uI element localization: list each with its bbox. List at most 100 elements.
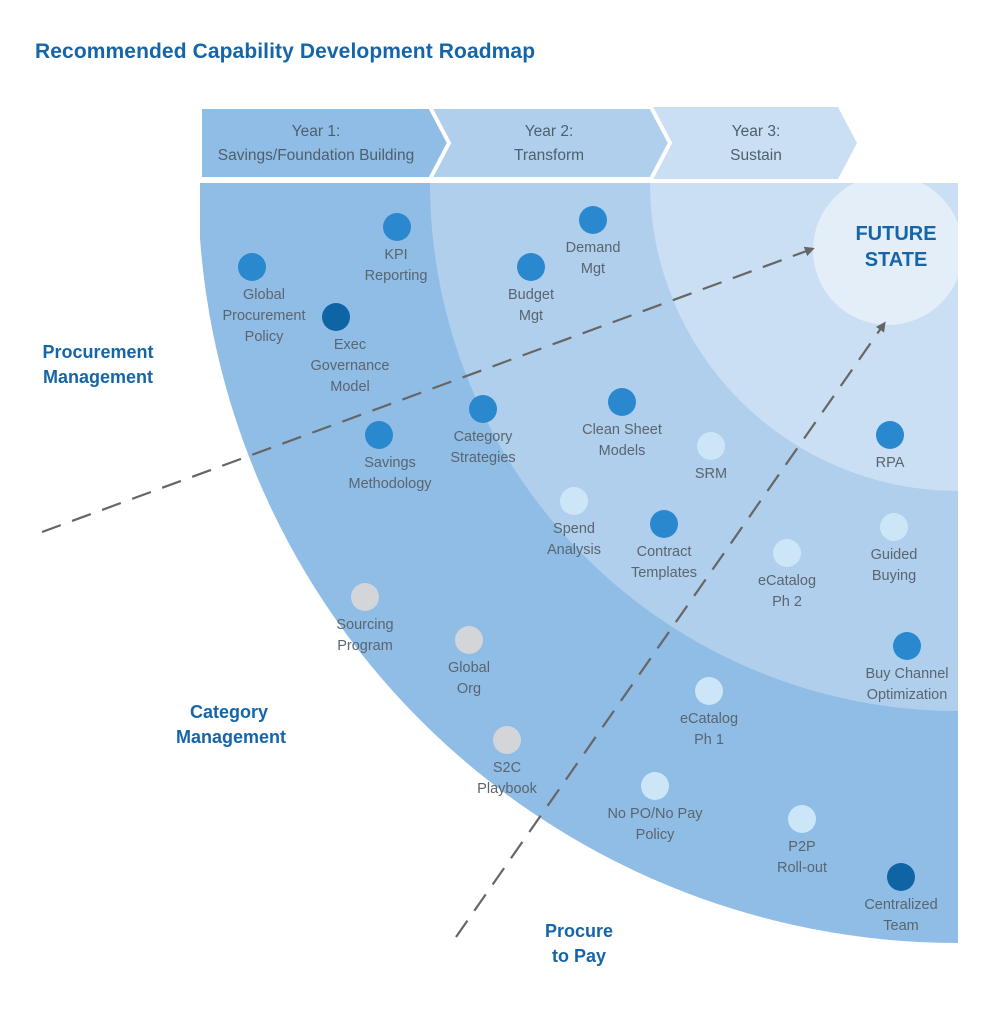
node-label: eCatalog xyxy=(758,573,816,589)
node-label: Ph 2 xyxy=(772,594,802,610)
procure-to-pay-axis xyxy=(455,321,886,938)
node-marker-medium xyxy=(517,253,545,281)
node-label: Models xyxy=(599,443,646,459)
node-label: No PO/No Pay xyxy=(607,806,703,822)
node-label: Procurement xyxy=(222,308,305,324)
node-label: Guided xyxy=(871,547,918,563)
node-label: Centralized xyxy=(864,897,937,913)
node-label: Ph 1 xyxy=(694,732,724,748)
node-label: Savings xyxy=(364,455,416,471)
node-label: Policy xyxy=(245,329,284,345)
node-marker-gray xyxy=(351,583,379,611)
node-marker-light xyxy=(880,513,908,541)
node-marker-light xyxy=(560,487,588,515)
axis-procure-line1: Procure xyxy=(545,921,613,941)
phase-chevrons: Year 1: Savings/Foundation Building Year… xyxy=(198,105,857,181)
node-label: Policy xyxy=(636,827,675,843)
node-marker-medium xyxy=(876,421,904,449)
node-label: Mgt xyxy=(581,261,605,277)
node-label: Strategies xyxy=(450,450,515,466)
future-state-circle xyxy=(813,183,958,325)
node-label: Program xyxy=(337,638,393,654)
node-label: Governance xyxy=(311,358,390,374)
future-state-subtitle: STATE xyxy=(865,249,928,271)
node-label: Methodology xyxy=(348,476,432,492)
phase-year2-subtitle: Transform xyxy=(514,147,584,164)
axis-procurement-line1: Procurement xyxy=(42,342,153,362)
node-label: Org xyxy=(457,681,481,697)
node-marker-medium xyxy=(469,395,497,423)
node-marker-light xyxy=(695,677,723,705)
capability-node-ecatalog-ph2: eCatalog Ph 2 xyxy=(758,539,816,610)
node-label: Contract xyxy=(637,544,692,560)
capability-node-p2p-roll-out: P2P Roll-out xyxy=(777,805,827,876)
axis-category-line2: Management xyxy=(176,727,286,747)
maturity-rings xyxy=(200,183,958,943)
node-label: Roll-out xyxy=(777,860,827,876)
node-label: Global xyxy=(448,660,490,676)
node-label: Spend xyxy=(553,521,595,537)
chevron-year2 xyxy=(423,105,673,181)
node-label: Budget xyxy=(508,287,554,303)
node-label: Templates xyxy=(631,565,697,581)
node-label: Category xyxy=(454,429,514,445)
chevron-year1 xyxy=(198,105,452,181)
phase-year3-title: Year 3: xyxy=(732,123,781,140)
node-marker-medium xyxy=(579,206,607,234)
node-marker-light xyxy=(697,432,725,460)
node-label: Buying xyxy=(872,568,916,584)
phase-year1-subtitle: Savings/Foundation Building xyxy=(218,147,414,164)
node-label: Analysis xyxy=(547,542,601,558)
node-marker-light xyxy=(773,539,801,567)
node-label: SRM xyxy=(695,466,727,482)
node-marker-gray xyxy=(455,626,483,654)
procurement-management-axis xyxy=(41,246,815,534)
capability-node-s2c-playbook: S2C Playbook xyxy=(477,726,538,797)
node-label: Playbook xyxy=(477,781,537,797)
capability-nodes: GlobalProcurementPolicyKPIReportingExecG… xyxy=(222,206,949,934)
dashed-axes xyxy=(41,246,886,938)
node-label: Model xyxy=(330,379,370,395)
axis-labels: Procurement Management Category Manageme… xyxy=(42,342,613,966)
node-marker-medium xyxy=(238,253,266,281)
node-label: S2C xyxy=(493,760,521,776)
node-marker-gray xyxy=(493,726,521,754)
node-marker-dark xyxy=(887,863,915,891)
node-label: Global xyxy=(243,287,285,303)
node-label: P2P xyxy=(788,839,815,855)
node-marker-light xyxy=(788,805,816,833)
node-label: Reporting xyxy=(365,268,428,284)
axis-category-line1: Category xyxy=(190,702,268,722)
phase-year3-subtitle: Sustain xyxy=(730,147,782,164)
node-label: Optimization xyxy=(867,687,948,703)
node-marker-dark xyxy=(322,303,350,331)
phase-year1-title: Year 1: xyxy=(292,123,341,140)
phase-year2-title: Year 2: xyxy=(525,123,574,140)
future-state-title: FUTURE xyxy=(855,223,936,245)
node-marker-medium xyxy=(893,632,921,660)
axis-procure-line2: to Pay xyxy=(552,946,606,966)
node-label: Exec xyxy=(334,337,366,353)
capability-node-srm: SRM xyxy=(695,432,727,482)
axis-procurement-line2: Management xyxy=(43,367,153,387)
node-marker-medium xyxy=(608,388,636,416)
node-label: KPI xyxy=(384,247,407,263)
node-label: Clean Sheet xyxy=(582,422,662,438)
